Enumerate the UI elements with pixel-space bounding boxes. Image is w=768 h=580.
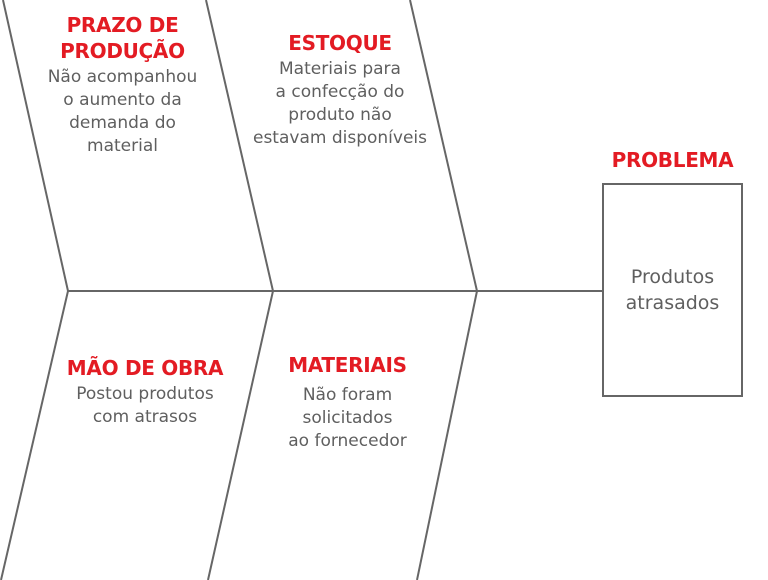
rib-upper-3 — [409, 0, 478, 292]
category-title: MATERIAIS — [288, 353, 407, 377]
problem-label: PROBLEMA — [611, 148, 734, 172]
category-title: MÃO DE OBRA — [66, 356, 224, 380]
description-line: com atrasos — [92, 407, 198, 427]
problem-box: Produtos atrasados — [602, 183, 743, 397]
category-title: PRAZO DE PRODUÇÃO — [20, 12, 225, 64]
category-title-line: PRODUÇÃO — [60, 39, 185, 63]
cause-description: Não acompanhou o aumento da demanda do m… — [20, 66, 225, 158]
cause-description: Postou produtos com atrasos — [45, 383, 245, 429]
rib-lower-3 — [416, 290, 478, 580]
description-line: Postou produtos — [76, 384, 214, 404]
rib-upper-2 — [205, 0, 274, 292]
rib-upper-1 — [2, 0, 69, 292]
category-title: ESTOQUE — [288, 31, 392, 55]
description-line: Não acompanhou — [47, 67, 198, 87]
description-line: demanda do — [69, 113, 176, 133]
problem-text-line: atrasados — [625, 292, 720, 314]
cause-materiais: MATERIAIS Não foram solicitados ao forne… — [250, 352, 445, 453]
description-line: a confecção do — [275, 82, 405, 102]
description-line: Materiais para — [279, 59, 401, 79]
description-line: solicitados — [302, 408, 393, 428]
rib-lower-1 — [0, 290, 69, 580]
problem-text-line: Produtos — [630, 266, 715, 288]
description-line: Não foram — [302, 385, 393, 405]
cause-description: Não foram solicitados ao fornecedor — [250, 384, 445, 453]
description-line: o aumento da — [63, 90, 182, 110]
description-line: material — [87, 136, 158, 156]
rib-lower-2 — [207, 290, 274, 580]
category-title-line: PRAZO DE — [66, 13, 179, 37]
cause-estoque: ESTOQUE Materiais para a confecção do pr… — [240, 30, 440, 150]
problem-text: Produtos atrasados — [626, 264, 720, 316]
cause-mao-de-obra: MÃO DE OBRA Postou produtos com atrasos — [45, 355, 245, 429]
cause-prazo-de-producao: PRAZO DE PRODUÇÃO Não acompanhou o aumen… — [20, 12, 225, 158]
description-line: produto não — [288, 105, 392, 125]
description-line: ao fornecedor — [288, 431, 407, 451]
description-line: estavam disponíveis — [252, 128, 427, 148]
cause-description: Materiais para a confecção do produto nã… — [240, 58, 440, 150]
